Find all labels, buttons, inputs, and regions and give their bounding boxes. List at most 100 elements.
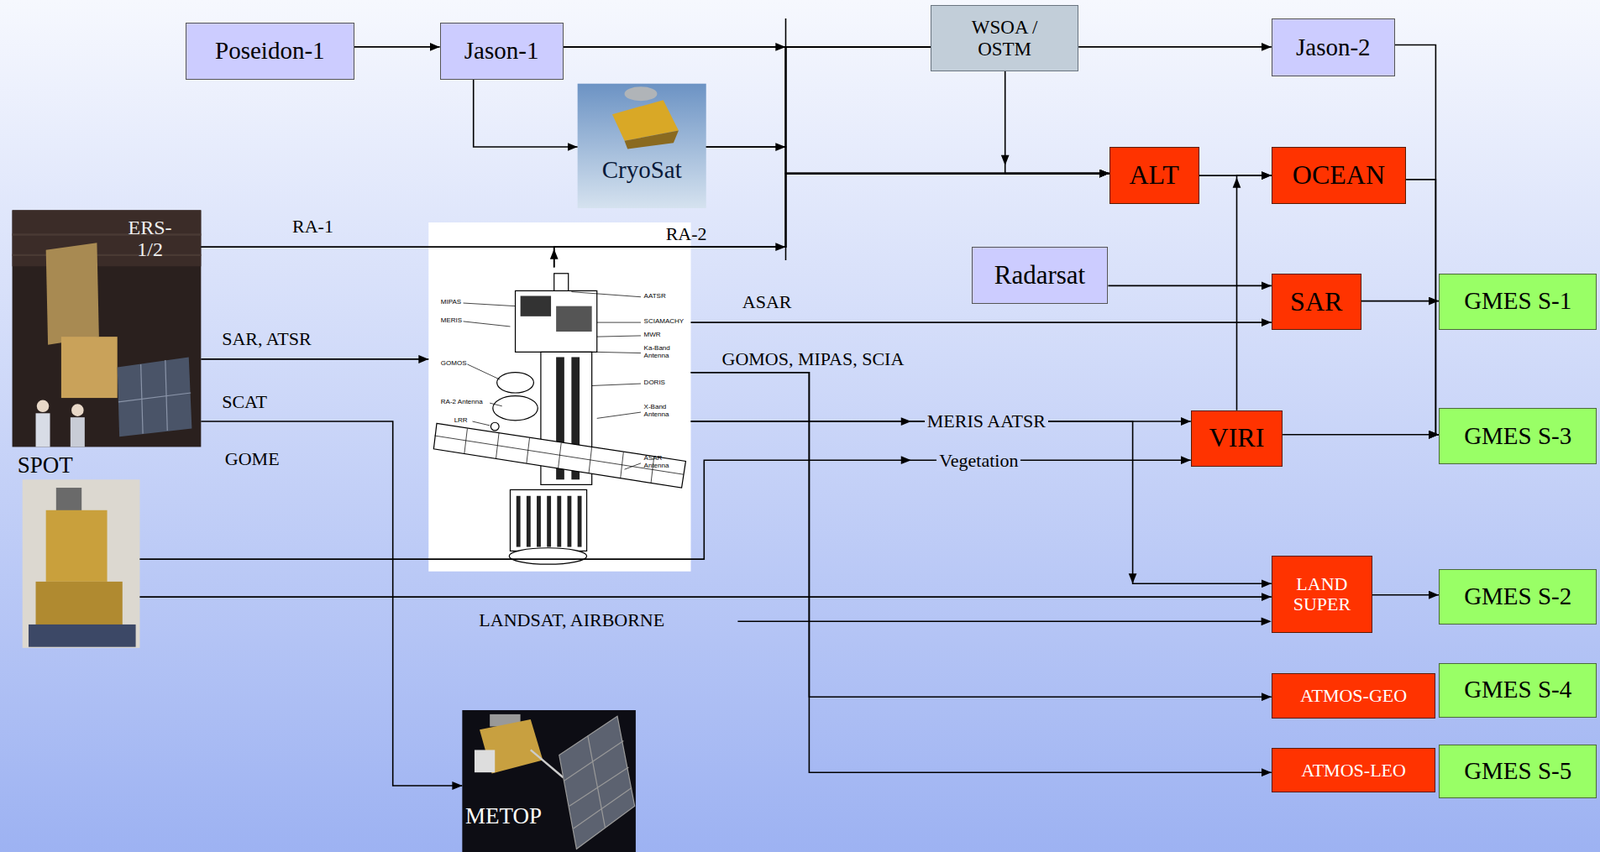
ers-photo-part [71,403,84,417]
ers-photo-part [12,209,202,447]
svg-def [463,292,641,471]
mission-box: Jason-1 [440,22,564,80]
ers-photo [12,209,202,447]
envisat-drawing-part [520,296,551,317]
box-label: LAND SUPER [1285,574,1359,615]
metop-photo-part [587,735,606,828]
connector-arrow [139,460,1191,560]
connector-arrow [1372,594,1439,597]
envisat-drawing-part [497,372,535,394]
signal-label: MERIS AATSR [924,410,1049,432]
callout-label: X-Band Antenna [644,403,677,420]
ers-photo-part [117,356,193,437]
svg-def-part [597,351,641,353]
instrument-label: LANDSAT, AIRBORNE [476,609,667,631]
satellite-photo: ERS- 1/2 [12,209,202,447]
satellite-photo: METOP [461,710,636,852]
mission-box: Jason-2 [1271,18,1396,77]
photo-caption: SPOT [17,453,74,479]
svg-def-part [571,292,641,298]
connector-arrow [1405,179,1439,436]
sentinel-box: GMES S-3 [1438,408,1597,465]
box-label: Radarsat [994,261,1086,290]
junction-arrowheads [550,42,1242,584]
metop-photo-part [569,767,629,807]
landsat-arrow-part [1261,617,1272,626]
connector-arrow [554,47,931,268]
callout-label: SCIAMACHY [644,318,685,326]
cryosat-photo-part [624,131,679,150]
callout-label: RA-2 Antenna [440,398,483,407]
satellite-drawing: MIPASMERISGOMOSRA-2 AntennaLRRAATSRSCIAM… [428,267,691,572]
cryosat-photo-part [624,86,658,101]
connector-arrow [200,421,462,787]
spot-photo-part [22,479,141,649]
box-label: GMES S-5 [1463,758,1572,786]
envisat-drawing-part [577,496,583,548]
connector-arrow [1282,434,1439,436]
signal-label: RA-1 [289,215,336,237]
callout-label: Ka-Band Antenna [644,345,677,361]
cryosat-photo-part [577,83,707,209]
sentinel-box: GMES S-2 [1438,569,1597,625]
ers-photo-part [36,400,50,414]
metop-photo-part [461,710,636,852]
mission-box: WSOA / OSTM [930,5,1079,72]
metop-photo-part [474,750,495,773]
envisat-drawing-part [493,396,538,421]
metop-photo-part [564,741,624,782]
box-label: GMES S-2 [1463,583,1572,611]
ers-photo-part [12,254,202,257]
component-box: OCEAN [1271,146,1406,205]
component-box: ATMOS-GEO [1271,673,1437,719]
svg-def-part [592,383,641,386]
envisat-drawing-part [558,443,562,469]
svg-def-part [463,321,511,327]
envisat-drawing [428,222,691,572]
callout-label: ASAR Antenna [644,455,677,471]
connector-arrow [1395,45,1439,436]
envisat-drawing-part [508,548,587,565]
callout-label: DORIS [644,379,666,388]
mission-box: Radarsat [971,246,1109,305]
box-label: SAR [1290,287,1343,317]
component-box: LAND SUPER [1271,556,1373,633]
callout-label: AATSR [644,293,667,301]
svg-def-part [472,421,491,426]
ers-photo-part [12,233,202,236]
envisat-drawing-part [556,306,593,332]
spot-photo-part [28,624,137,648]
metop-photo [461,710,636,852]
envisat-drawing-part [554,273,569,293]
box-label: GMES S-1 [1463,288,1572,315]
box-label: ATMOS-GEO [1300,686,1407,707]
landsat-arrow [737,617,1271,626]
photo-caption: CryoSat [579,157,704,184]
box-label: WSOA / OSTM [962,16,1047,60]
callout-label: GOMOS [440,360,467,368]
component-box: SAR [1271,273,1362,331]
satellite-photo: CryoSat [577,83,707,209]
spot-photo-part [36,582,123,629]
envisat-drawing-part [509,489,587,551]
metop-photo-part [573,787,632,829]
connector-arrow [1078,46,1272,48]
envisat-drawing-part [620,451,625,479]
box-label: GMES S-3 [1463,423,1572,451]
spot-photo-part [56,487,82,514]
box-label: OCEAN [1292,160,1385,190]
ers-photo-part [118,393,191,403]
connector-arrow [691,372,1272,774]
connector-arrow [1107,285,1271,288]
signal-label: ASAR [739,291,795,313]
connector-arrow [706,47,931,147]
svg-def-part [466,364,500,380]
envisat-drawing-part [428,222,691,572]
envisat-drawing-part [566,496,572,548]
photo-caption: METOP [465,804,542,830]
connector-arrow [1361,300,1439,303]
connector-arrow [706,146,1110,174]
